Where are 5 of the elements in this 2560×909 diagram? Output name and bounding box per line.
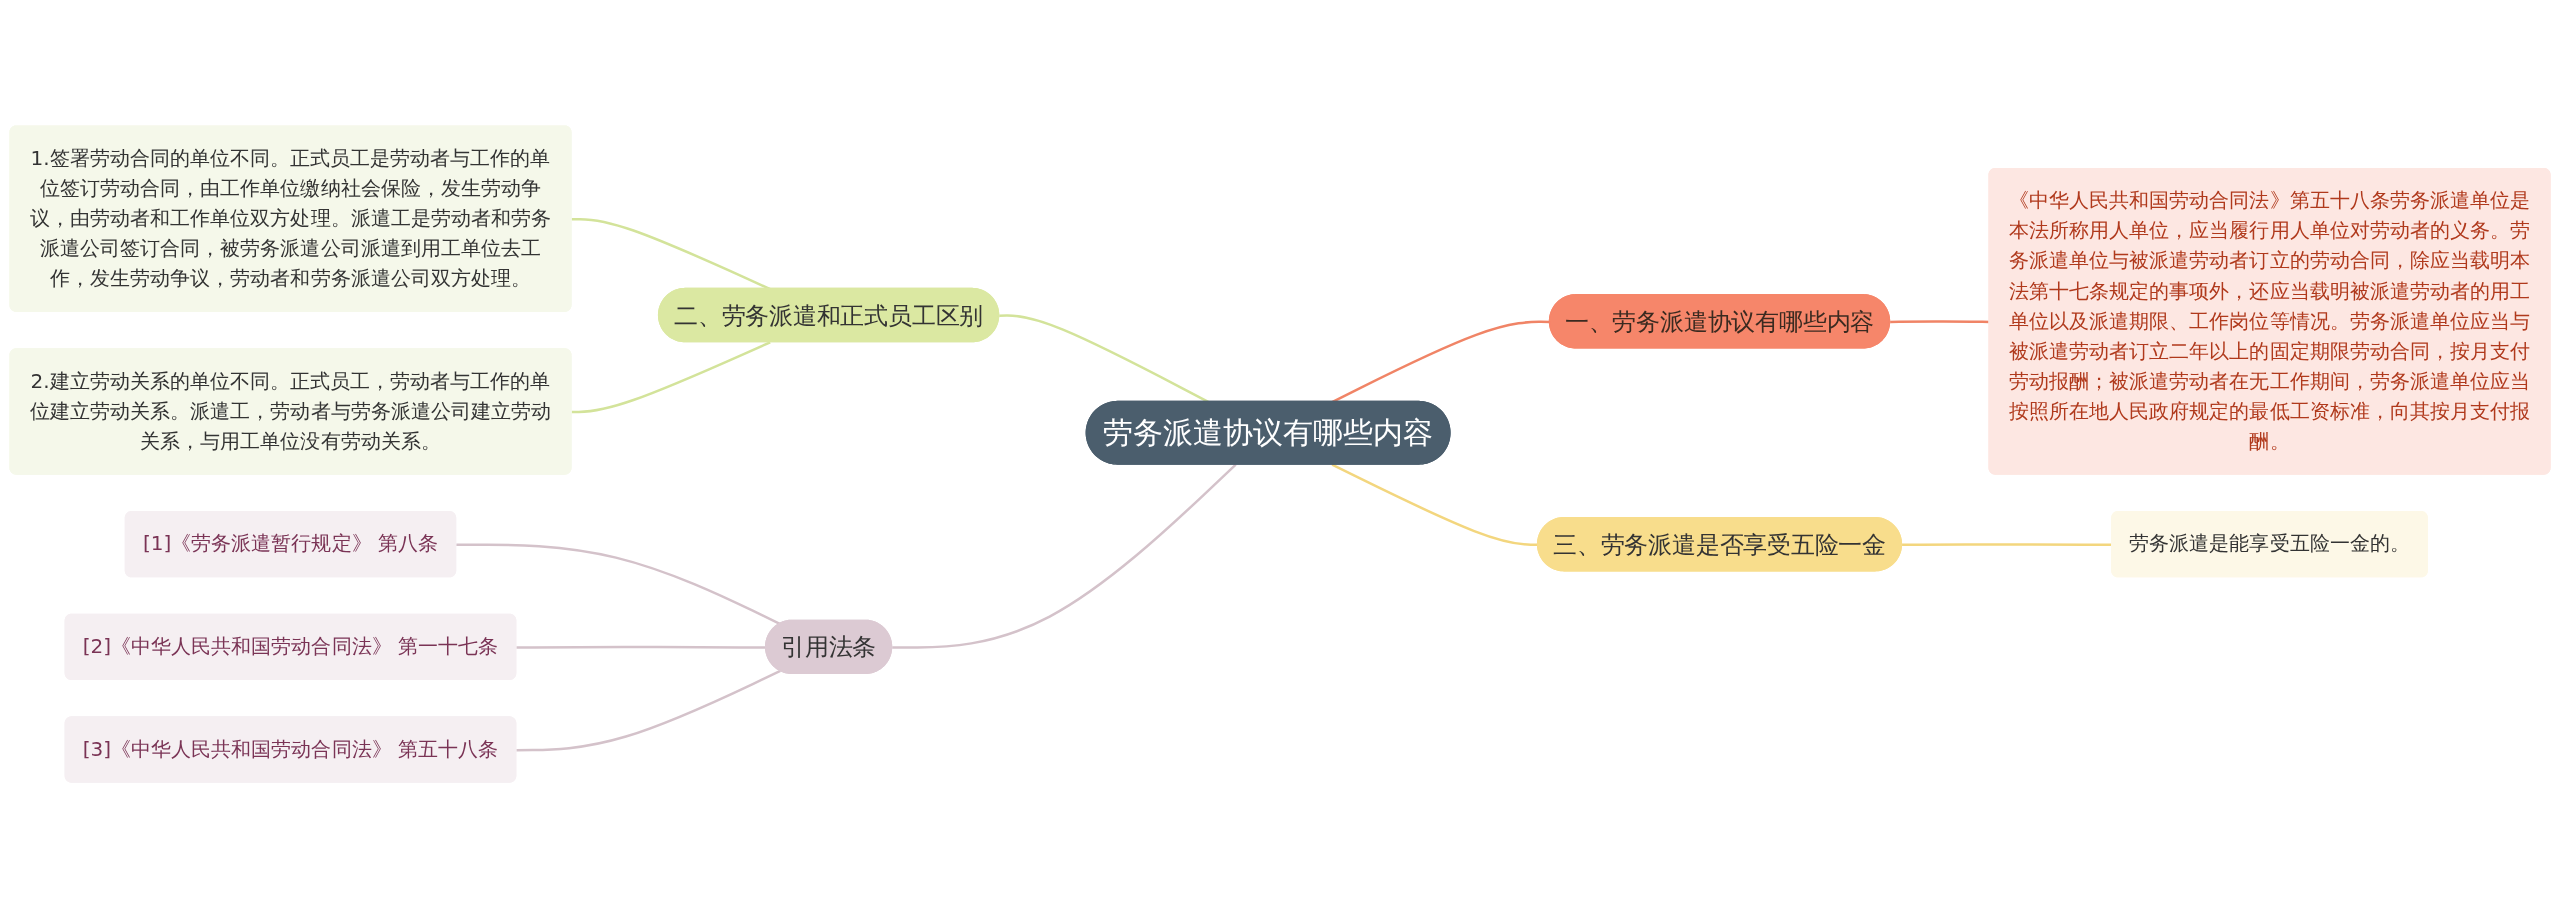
connector (571, 341, 771, 414)
connector (892, 464, 1237, 650)
connector (456, 543, 781, 626)
connector (1890, 320, 1990, 324)
connector (516, 670, 781, 752)
